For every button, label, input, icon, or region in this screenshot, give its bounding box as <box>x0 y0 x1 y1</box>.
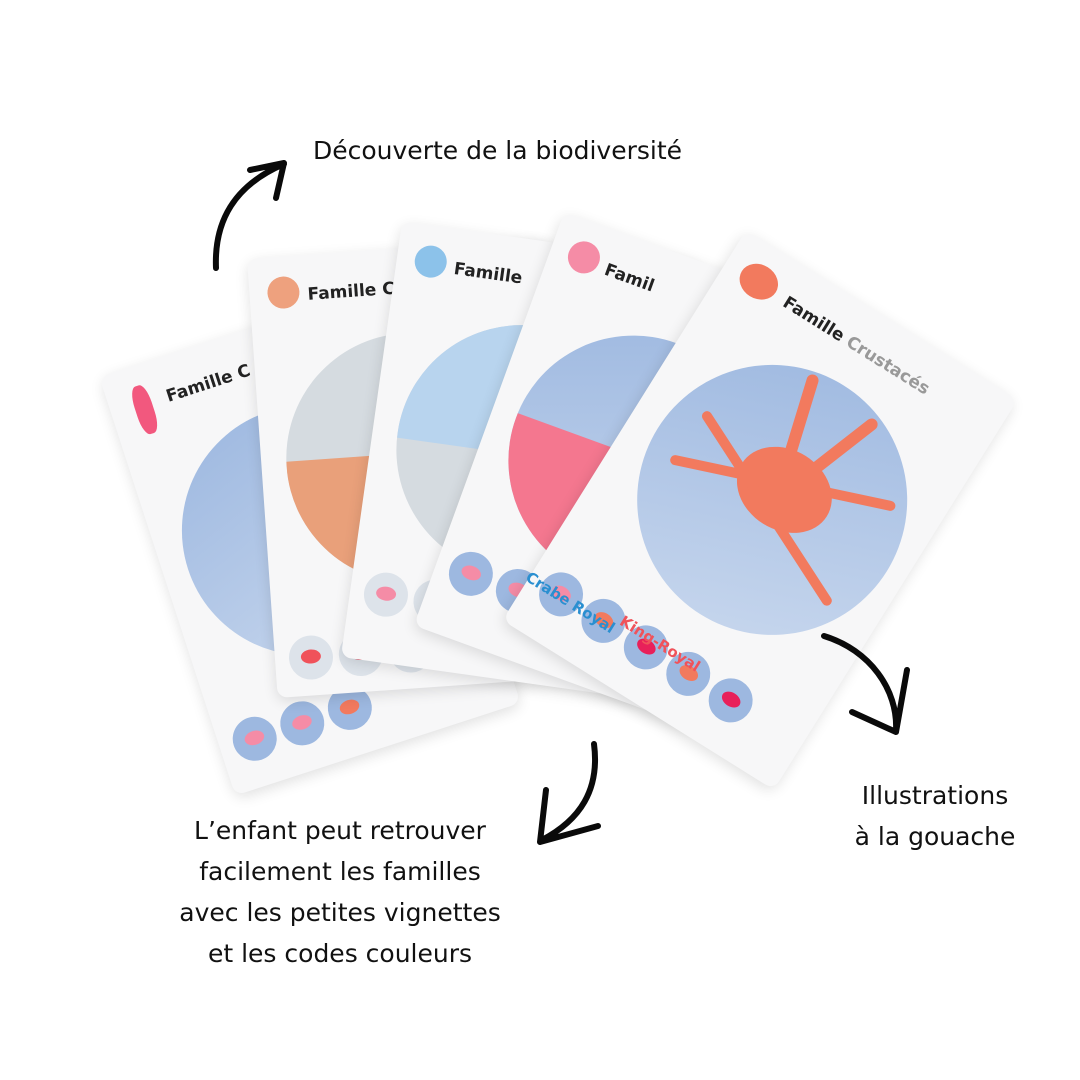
caption-gouache: Illustrations à la gouache <box>835 775 1035 857</box>
caption-vignettes: L’enfant peut retrouver facilement les f… <box>140 810 540 974</box>
caption-line: L’enfant peut retrouver <box>194 816 486 845</box>
caption-line: à la gouache <box>854 822 1016 851</box>
caption-line: Illustrations <box>861 781 1009 810</box>
caption-biodiversity: Découverte de la biodiversité <box>313 136 683 165</box>
caption-line: avec les petites vignettes <box>179 898 501 927</box>
arrow-up-icon <box>212 160 287 271</box>
arrow-down-right-icon <box>821 633 910 735</box>
caption-line: et les codes couleurs <box>207 939 473 968</box>
caption-line: facilement les familles <box>199 857 481 886</box>
arrow-down-left-icon <box>537 741 601 845</box>
